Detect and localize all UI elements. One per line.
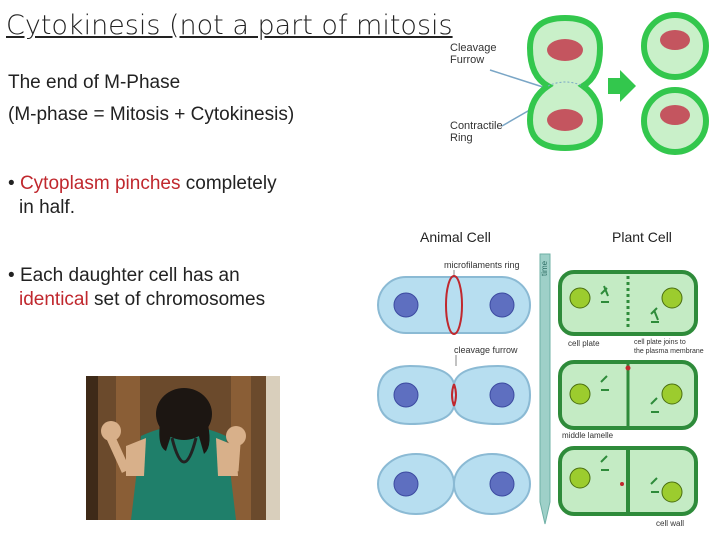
contractile-ring-label: Contractile Ring bbox=[450, 120, 503, 144]
nucleus-top bbox=[547, 39, 583, 61]
bullet-2: • Each daughter cell has an identical se… bbox=[8, 264, 265, 312]
microfilament-ring bbox=[445, 275, 463, 335]
bullet-marker: • bbox=[8, 173, 15, 194]
subtitle-line-2: (M-phase = Mitosis + Cytokinesis) bbox=[8, 104, 295, 125]
cell-wall-label: cell wall bbox=[656, 519, 684, 528]
bullet-1-highlight: Cytoplasm pinches bbox=[19, 173, 181, 194]
time-label: time bbox=[540, 260, 549, 276]
cleavage-furrow-label-2: cleavage furrow bbox=[454, 345, 518, 355]
animal-nucleus bbox=[393, 292, 419, 318]
middle-lamelle-label: middle lamelle bbox=[562, 431, 614, 440]
bullet-1-line-2: in half. bbox=[19, 197, 75, 218]
plant-nucleus bbox=[661, 287, 683, 309]
bullet-2-highlight: identical bbox=[19, 289, 89, 310]
nucleus-daughter-top bbox=[660, 30, 690, 50]
bullet-1-rest: completely bbox=[180, 173, 277, 194]
cell-plate-joins-label-1: cell plate joins to bbox=[634, 339, 686, 346]
plant-cell-label: Plant Cell bbox=[612, 229, 672, 245]
bullet-2-line-1: Each daughter cell has an bbox=[19, 265, 240, 286]
animal-stage-2 bbox=[376, 364, 532, 426]
cell-plate-label: cell plate bbox=[568, 339, 600, 348]
animal-cell-diagram: microfilaments ring cleavage furrow bbox=[376, 260, 532, 515]
time-arrow-icon: time bbox=[539, 253, 551, 525]
microfilaments-ring-label: microfilaments ring bbox=[444, 260, 520, 270]
cleavage-furrow-label: Cleavage Furrow bbox=[450, 42, 497, 66]
furrow-pointer bbox=[489, 69, 547, 89]
plant-cell-diagram: cell plate cell plate joins to the plasm… bbox=[558, 270, 704, 528]
cytokinesis-diagram bbox=[489, 12, 709, 155]
bullet-marker: • bbox=[8, 265, 15, 286]
animal-nucleus bbox=[489, 292, 515, 318]
nucleus-daughter-bottom bbox=[660, 105, 690, 125]
person-photo bbox=[86, 376, 280, 520]
slide-title: Cytokinesis (not a part of mitosis bbox=[6, 10, 453, 41]
animal-cell-label: Animal Cell bbox=[420, 229, 491, 245]
bullet-2-rest: set of chromosomes bbox=[88, 289, 266, 310]
division-arrow-icon bbox=[608, 70, 636, 102]
nucleus-bottom bbox=[547, 109, 583, 131]
bullet-1: • Cytoplasm pinches completely in half. bbox=[8, 172, 277, 220]
cell-plate-joins-label-2: the plasma membrane bbox=[634, 348, 704, 355]
subtitle-line-1: The end of M-Phase bbox=[8, 72, 181, 93]
plant-nucleus bbox=[569, 287, 591, 309]
